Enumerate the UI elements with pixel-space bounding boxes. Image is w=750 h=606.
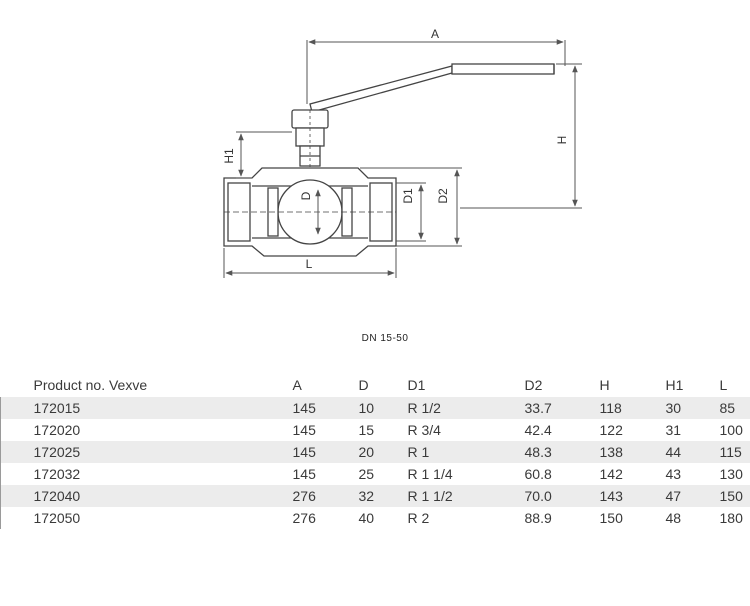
- cell-d: 20: [358, 441, 408, 463]
- cell-product-no: 172020: [33, 422, 81, 438]
- handle-lever: [309, 63, 555, 113]
- cell-l: 180: [719, 510, 743, 526]
- cell-h: 150: [599, 510, 623, 526]
- cell-d2: 88.9: [524, 510, 552, 526]
- cell-a: 145: [292, 466, 316, 482]
- cell-h1: 31: [665, 422, 682, 438]
- cell-d1: R 3/4: [407, 422, 441, 438]
- cell-product-no: 172015: [33, 397, 293, 419]
- cell-d2: 60.8: [524, 466, 552, 482]
- cell-a: 145: [292, 397, 359, 419]
- dimension-label-h1: H1: [222, 148, 236, 164]
- cell-d: 15: [358, 422, 375, 438]
- table-row: 172015 145 10 R 1/2 33.7 118 30 85: [0, 397, 750, 419]
- dimension-label-a: A: [431, 27, 439, 41]
- header-h1: H1: [665, 377, 684, 393]
- cell-l: 130: [719, 466, 743, 482]
- cell-l: 115: [719, 441, 750, 463]
- cell-a: 276: [292, 510, 316, 526]
- cell-h: 143: [599, 485, 666, 507]
- cell-h1: 47: [665, 485, 720, 507]
- cell-d: 32: [358, 485, 408, 507]
- cell-product-no: 172032: [33, 466, 81, 482]
- header-d1: D1: [407, 377, 426, 393]
- valve-stem: [291, 109, 329, 190]
- cell-h: 118: [599, 397, 666, 419]
- cell-a: 145: [292, 422, 316, 438]
- cell-d1: R 1/2: [407, 397, 525, 419]
- cell-h1: 44: [665, 441, 720, 463]
- dimension-label-l: L: [306, 257, 313, 271]
- dimension-label-d2: D2: [436, 188, 450, 204]
- cell-d1: R 1: [407, 441, 525, 463]
- header-h: H: [599, 377, 610, 393]
- cell-d: 10: [358, 397, 408, 419]
- cell-d2: 42.4: [524, 422, 552, 438]
- dimension-label-d1: D1: [401, 188, 415, 204]
- cell-l: 150: [719, 485, 750, 507]
- dimension-d1: [396, 182, 426, 242]
- table-row: 172040 276 32 R 1 1/2 70.0 143 47 150: [0, 485, 750, 507]
- cell-d: 40: [358, 510, 375, 526]
- cell-a: 276: [292, 485, 359, 507]
- dimension-h: [460, 63, 582, 209]
- header-product-no: Product no. Vexve: [33, 377, 148, 393]
- cell-h1: 43: [665, 466, 682, 482]
- dimensions-table: Product no. Vexve A D D1 D2 H H1 L 17201…: [0, 373, 750, 529]
- table-header-row: Product no. Vexve A D D1 D2 H H1 L: [1, 373, 750, 397]
- cell-d2: 70.0: [524, 485, 600, 507]
- cell-h: 142: [599, 466, 623, 482]
- cell-h1: 48: [665, 510, 682, 526]
- valve-body: [223, 167, 397, 257]
- header-d2: D2: [524, 377, 543, 393]
- dimension-h1: [236, 131, 292, 179]
- cell-d1: R 2: [407, 510, 430, 526]
- cell-d1: R 1 1/2: [407, 485, 525, 507]
- table-row: 172020 145 15 R 3/4 42.4 122 31 100: [0, 419, 750, 441]
- cell-h1: 30: [665, 397, 720, 419]
- cell-product-no: 172025: [33, 441, 293, 463]
- header-d: D: [358, 377, 369, 393]
- cell-h: 138: [599, 441, 666, 463]
- table-row: 172025 145 20 R 1 48.3 138 44 115: [0, 441, 750, 463]
- table-row: 172050 276 40 R 2 88.9 150 48 180: [0, 507, 750, 529]
- dimension-d2: [360, 167, 462, 247]
- header-a: A: [292, 377, 302, 393]
- header-l: L: [719, 377, 728, 393]
- cell-a: 145: [292, 441, 359, 463]
- dimension-label-h: H: [555, 136, 569, 145]
- dimension-label-d: D: [299, 191, 313, 200]
- series-caption: DN 15-50: [361, 333, 409, 344]
- table-row: 172032 145 25 R 1 1/4 60.8 142 43 130: [0, 463, 750, 485]
- cell-product-no: 172040: [33, 485, 293, 507]
- cell-d1: R 1 1/4: [407, 466, 453, 482]
- cell-product-no: 172050: [33, 510, 81, 526]
- cell-d: 25: [358, 466, 375, 482]
- dimension-l: [223, 248, 397, 278]
- cell-h: 122: [599, 422, 623, 438]
- cell-l: 100: [719, 422, 743, 438]
- cell-d2: 48.3: [524, 441, 600, 463]
- dimension-a: [306, 39, 566, 104]
- cell-l: 85: [719, 397, 750, 419]
- valve-technical-drawing: A H H1 D D1 D2 L: [222, 27, 582, 278]
- cell-d2: 33.7: [524, 397, 600, 419]
